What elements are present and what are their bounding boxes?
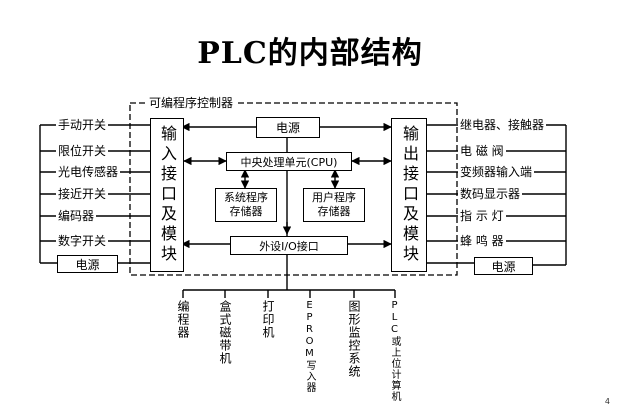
input-module-label: 输入接口及模块	[158, 125, 177, 265]
output-device: 变频器输入端	[458, 165, 535, 179]
input-device: 数字开关	[56, 234, 109, 248]
power-top-label: 电源	[275, 121, 300, 135]
io-interface-box: 外设I/O接口	[230, 236, 348, 255]
input-device: 手动开关	[56, 118, 109, 132]
peripheral-device: 打印机	[261, 300, 275, 339]
peripheral-device: EPROM写入器	[304, 300, 315, 393]
peripheral-device: 编程器	[176, 300, 190, 339]
cpu-label: 中央处理单元(CPU)	[240, 155, 338, 169]
system-memory-box: 系统程序 存储器	[215, 188, 277, 222]
peripheral-device: PLC或上位计算机	[389, 300, 400, 402]
peripheral-device: 盒式磁带机	[218, 300, 232, 365]
input-device: 光电传感器	[56, 165, 121, 179]
system-memory-label: 系统程序 存储器	[224, 191, 268, 218]
user-memory-label: 用户程序 存储器	[312, 191, 356, 218]
output-device: 蜂 鸣 器	[458, 234, 506, 248]
power-left-label: 电源	[75, 257, 100, 272]
input-device: 编码器	[56, 209, 97, 223]
power-box-top: 电源	[256, 117, 320, 138]
output-device: 数码显示器	[458, 187, 523, 201]
power-right-label: 电源	[491, 259, 516, 274]
output-device: 指 示 灯	[458, 209, 506, 223]
output-device: 电 磁 阀	[458, 144, 506, 158]
user-memory-box: 用户程序 存储器	[303, 188, 365, 222]
input-device: 限位开关	[56, 144, 109, 158]
page-title: PLC的内部结构	[197, 36, 423, 71]
input-module-box: 输入接口及模块	[150, 118, 184, 272]
peripheral-device: 图形监控系统	[347, 300, 361, 378]
cpu-box: 中央处理单元(CPU)	[226, 152, 352, 171]
page-number: 4	[604, 397, 610, 406]
output-device: 继电器、接触器	[458, 118, 547, 132]
io-interface-label: 外设I/O接口	[259, 239, 319, 253]
input-device: 接近开关	[56, 187, 109, 201]
output-module-box: 输出接口及模块	[391, 118, 427, 272]
plc-label: 可编程序控制器	[146, 96, 237, 110]
power-box-left: 电源	[57, 255, 118, 273]
power-box-right: 电源	[474, 257, 533, 275]
output-module-label: 输出接口及模块	[400, 125, 419, 265]
